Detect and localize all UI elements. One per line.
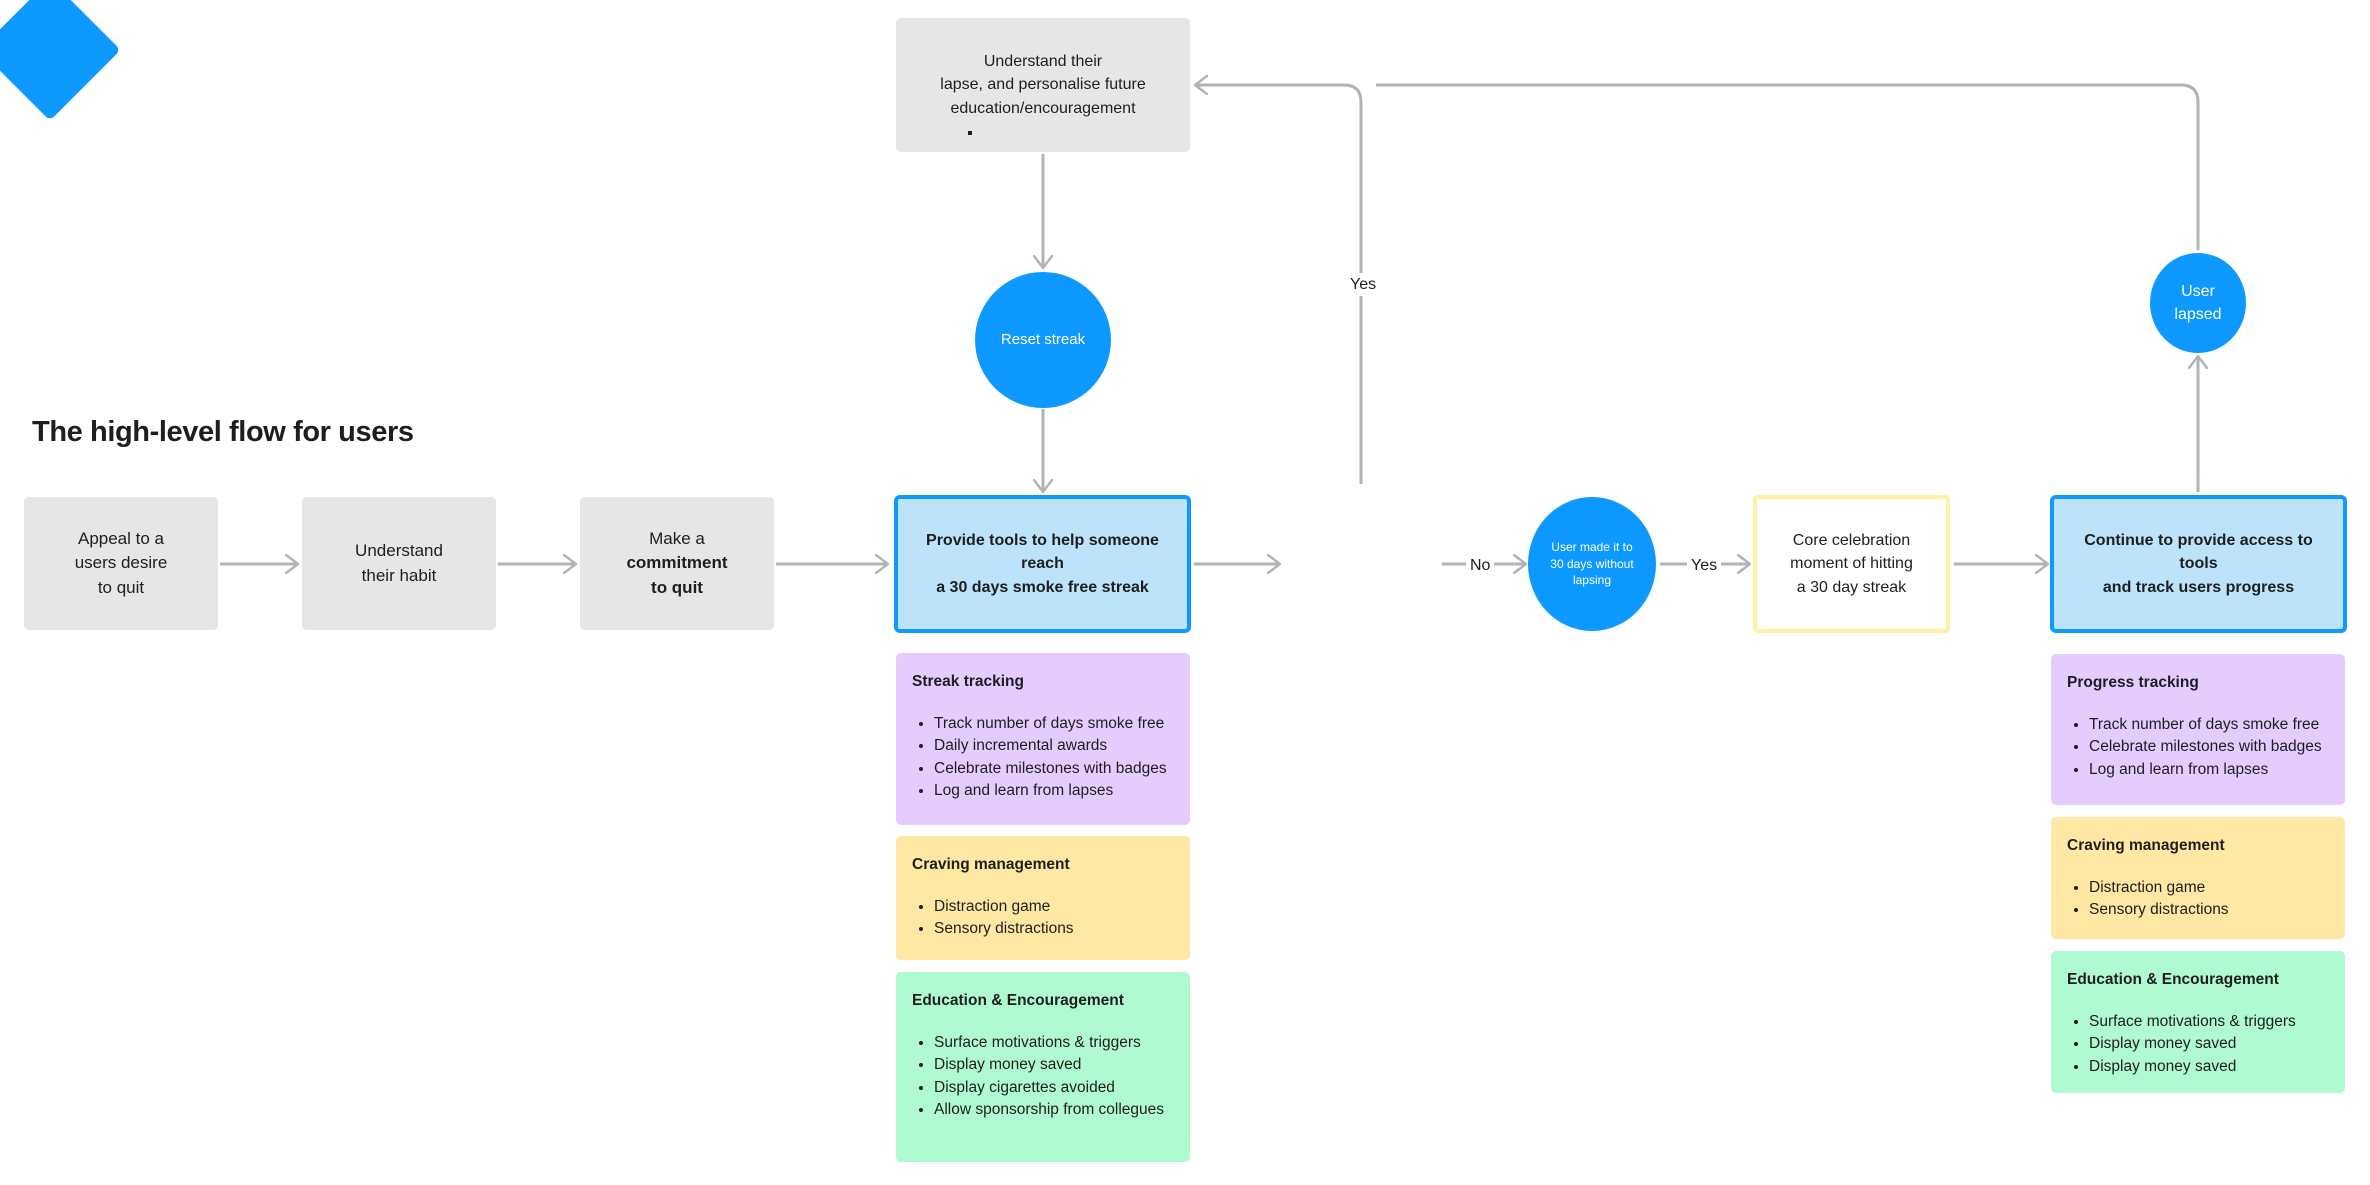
list-item: Sensory distractions [934,918,1174,940]
node-commitment[interactable]: Make a commitment to quit [580,497,774,630]
card-title: Education & Encouragement [2067,971,2279,988]
card-list: Distraction game Sensory distractions [912,896,1174,941]
node-celebration[interactable]: Core celebration moment of hitting a 30 … [1753,495,1950,633]
card-list: Track number of days smoke free Daily in… [912,713,1174,803]
card-list: Surface motivations & triggers Display m… [2067,1011,2329,1078]
node-continue-access[interactable]: Continue to provide access to tools and … [2050,495,2347,633]
card-craving-management-left: Craving management Distraction game Sens… [896,836,1190,960]
card-title: Progress tracking [2067,674,2199,691]
connector-lapsed-to-lapse-box [1376,83,2200,250]
decision-user-lapsed-label: User lapsed [1337,543,1385,584]
edge-label-no: No [1466,554,1495,578]
list-item: Log and learn from lapses [2089,759,2329,781]
list-item: Display cigarettes avoided [934,1077,1174,1099]
edge-label-yes-right: Yes [1687,554,1722,578]
card-title: Craving management [2067,837,2225,854]
list-item: Display money saved [2089,1033,2329,1055]
list-item: Celebrate milestones with badges [934,758,1174,780]
list-item: Surface motivations & triggers [2089,1011,2329,1033]
card-list: Track number of days smoke free Celebrat… [2067,714,2329,781]
card-title: Streak tracking [912,673,1024,690]
card-title: Education & Encouragement [912,992,1124,1009]
node-appeal[interactable]: Appeal to a users desire to quit [24,497,218,630]
list-item: Track number of days smoke free [2089,714,2329,736]
node-commitment-bold: commitment to quit [626,553,728,597]
list-item: Track number of days smoke free [934,713,1174,735]
card-craving-management-right: Craving management Distraction game Sens… [2051,817,2345,939]
node-reset-streak[interactable]: Reset streak [975,272,1111,408]
list-item: Surface motivations & triggers [934,1032,1174,1054]
node-user-lapsed-right[interactable]: User lapsed [2150,253,2246,353]
card-streak-tracking: Streak tracking Track number of days smo… [896,653,1190,825]
list-item: Celebrate milestones with badges [2089,736,2329,758]
list-item: Display money saved [2089,1056,2329,1078]
node-provide-tools[interactable]: Provide tools to help someone reach a 30… [894,495,1191,633]
card-progress-tracking: Progress tracking Track number of days s… [2051,654,2345,805]
list-item: Display money saved [934,1054,1174,1076]
list-item: Log and learn from lapses [934,780,1174,802]
list-item: Daily incremental awards [934,735,1174,757]
card-education-right: Education & Encouragement Surface motiva… [2051,951,2345,1093]
node-commitment-prefix: Make a [649,528,705,548]
node-understand-lapse-text: Understand their lapse, and personalise … [940,53,1146,117]
node-understand-habit[interactable]: Understand their habit [302,497,496,630]
node-understand-lapse[interactable]: Understand their lapse, and personalise … [896,18,1190,152]
node-made-it-30-days[interactable]: User made it to 30 days without lapsing [1528,497,1656,631]
edge-label-yes-up: Yes [1346,273,1381,297]
card-education-left: Education & Encouragement Surface motiva… [896,972,1190,1162]
list-item: Allow sponsorship from collegues [934,1099,1174,1121]
card-list: Distraction game Sensory distractions [2067,877,2329,922]
list-item: Distraction game [934,896,1174,918]
connector-decision-yes-to-lapse [1195,85,1363,484]
card-list: Surface motivations & triggers Display m… [912,1032,1174,1122]
card-title: Craving management [912,856,1070,873]
list-item: Sensory distractions [2089,899,2329,921]
page-title: The high-level flow for users [32,416,414,448]
stray-dot [968,131,972,135]
list-item: Distraction game [2089,877,2329,899]
